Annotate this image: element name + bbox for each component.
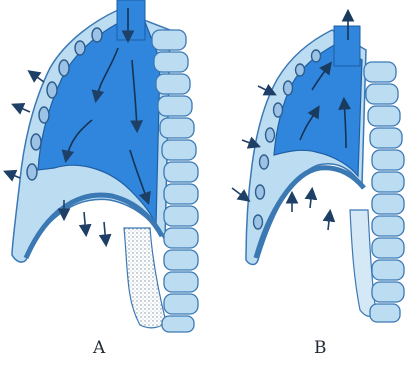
outward-arrow-icon bbox=[6, 172, 20, 178]
up-arrow-icon bbox=[328, 212, 330, 230]
inward-arrow-icon bbox=[232, 188, 248, 200]
trachea-a bbox=[117, 0, 145, 40]
trachea-b bbox=[334, 26, 360, 66]
up-arrow-icon bbox=[310, 190, 312, 208]
panel-a-inspiration bbox=[6, 0, 198, 332]
down-arrow-icon bbox=[84, 212, 86, 234]
panel-b-expiration bbox=[232, 12, 404, 322]
panel-label-b: B bbox=[314, 338, 327, 358]
outward-arrow-icon bbox=[30, 72, 44, 82]
panel-label-a: A bbox=[93, 338, 105, 358]
abdominal-sac-a bbox=[124, 228, 166, 328]
down-arrow-icon bbox=[104, 222, 106, 244]
outward-arrow-icon bbox=[14, 105, 30, 112]
